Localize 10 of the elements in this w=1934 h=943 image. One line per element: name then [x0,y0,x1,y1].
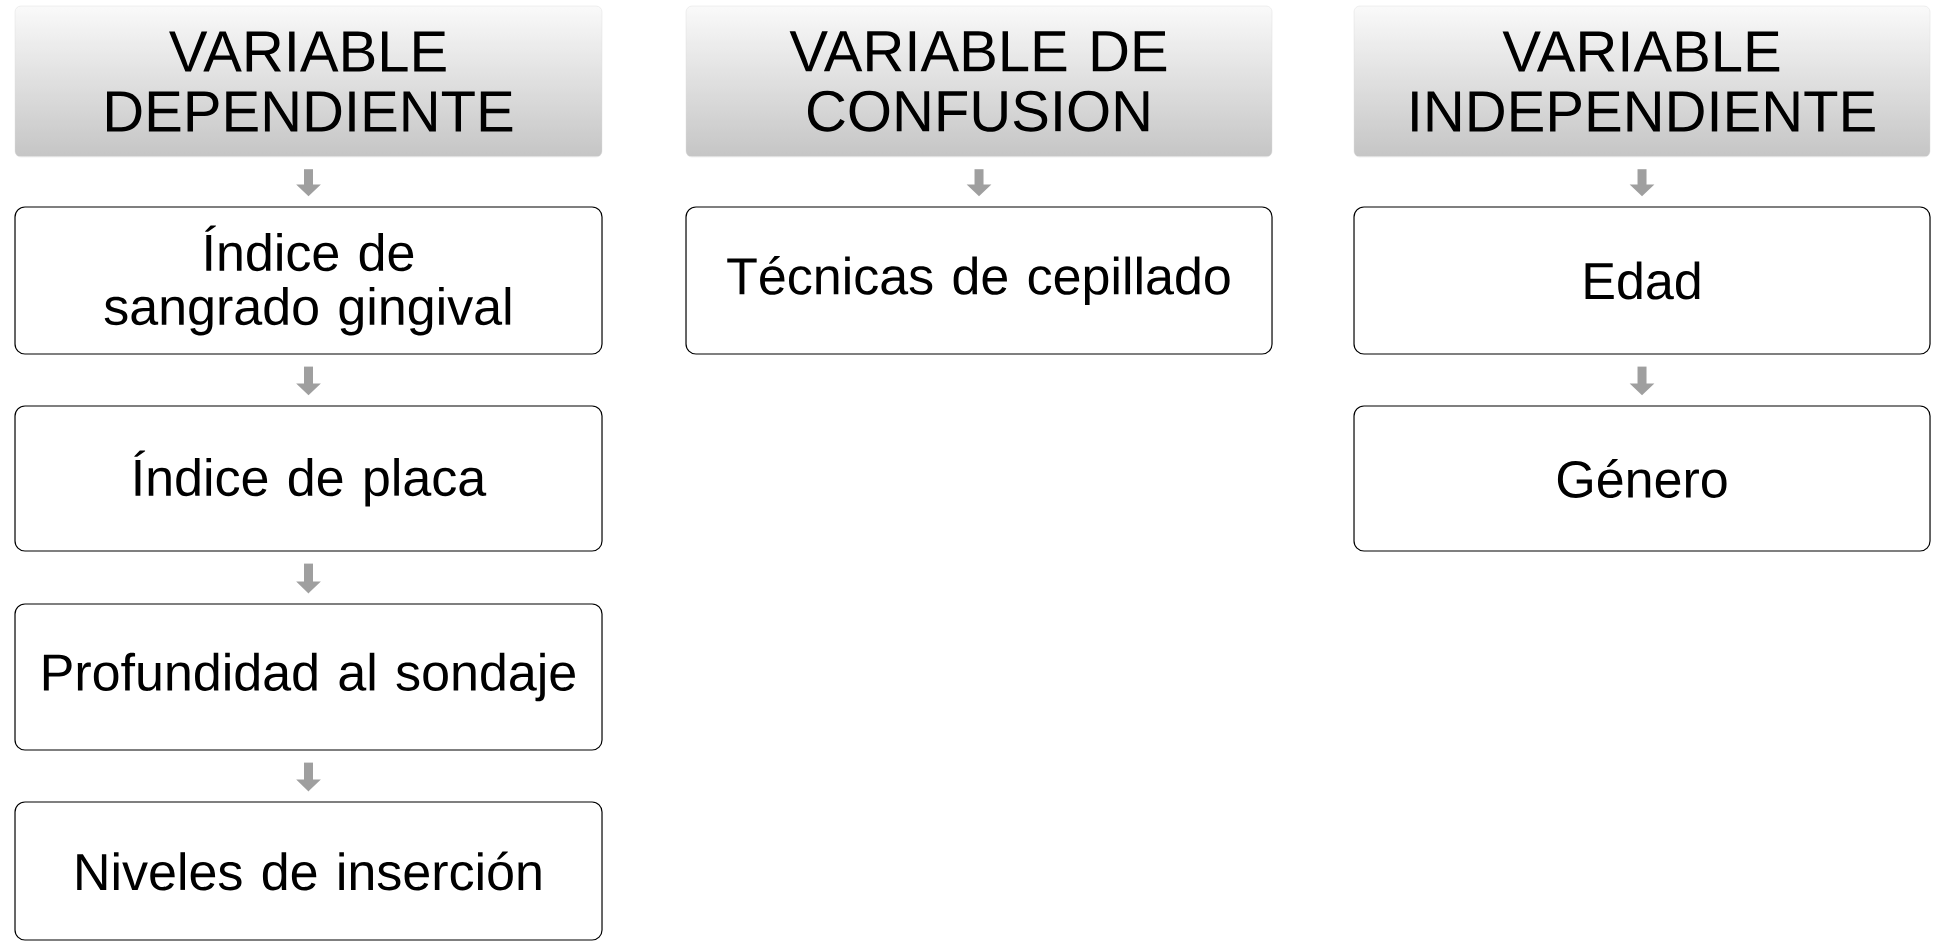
process-box: Técnicas de cepillado [685,206,1273,355]
process-box: Edad [1353,206,1931,355]
header-box: VARIABLE INDEPENDIENTE [1353,5,1931,158]
process-box: Índice de sangrado gingival [14,206,603,355]
process-box: Género [1353,405,1931,552]
process-box: Índice de placa [14,405,603,552]
process-box: Profundidad al sondaje [14,603,603,751]
header-box: VARIABLE DE CONFUSION [685,5,1273,158]
header-box: VARIABLE DEPENDIENTE [14,5,603,158]
process-box: Niveles de inserción [14,801,603,941]
